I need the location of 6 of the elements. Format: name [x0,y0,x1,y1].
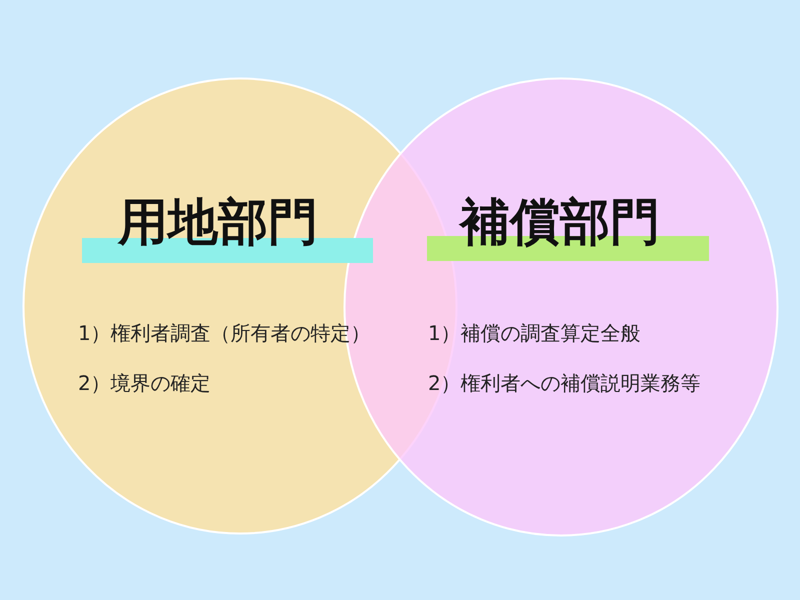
list-item: 2）権利者への補償説明業務等 [428,371,701,395]
list-item: 2）境界の確定 [78,371,211,395]
list-item: 1）補償の調査算定全般 [428,321,641,345]
section-heading: 用地部門 [118,194,318,250]
list-item: 1）権利者調査（所有者の特定） [78,321,371,345]
section-heading: 補償部門 [460,194,660,250]
